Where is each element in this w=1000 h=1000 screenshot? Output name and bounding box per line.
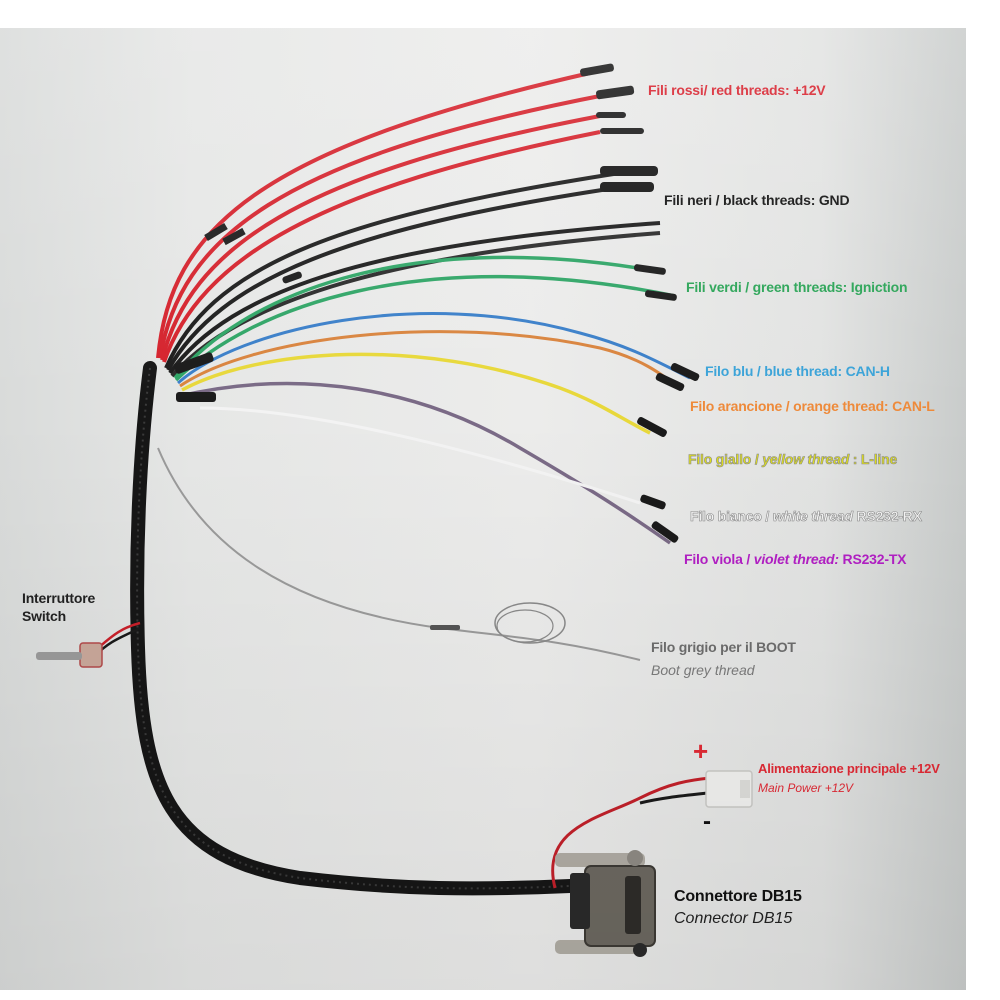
label-main-power-sub: Main Power +12V [758, 781, 854, 795]
blue-wire [177, 312, 691, 385]
power-black-wire [639, 791, 709, 805]
label-red-threads: Fili rossi/ red threads: +12V [648, 82, 826, 98]
label-yellow-suffix: : L-line [849, 451, 898, 468]
label-violet-prefix: Filo viola / [684, 551, 754, 567]
yellow-wire [181, 352, 651, 435]
label-white-thread: Filo bianco / white thread RS232-RX [690, 508, 923, 525]
grey-wire-coil [494, 602, 566, 644]
label-yellow-prefix: Filo giallo / [688, 451, 763, 468]
minus-sign: - [703, 808, 711, 835]
label-switch-it: Interruttore [22, 590, 96, 606]
red-wires [156, 63, 644, 363]
main-sleeve-texture [136, 367, 571, 890]
label-orange-thread: Filo arancione / orange thread: CAN-L [690, 398, 935, 414]
label-connector-db15-sub: Connector DB15 [674, 910, 793, 927]
label-grey-boot-sub: Boot grey thread [651, 662, 755, 678]
violet-wire [179, 381, 672, 545]
label-yellow-thread: Filo giallo / yellow thread : L-line [688, 451, 898, 468]
label-violet-thread: Filo viola / violet thread: RS232-TX [684, 551, 907, 567]
orange-wire [179, 330, 681, 390]
white-wire [199, 406, 641, 505]
harness-photo: + - Fili rossi/ red threads: +12V Fili n… [0, 28, 966, 990]
label-blue-thread: Filo blu / blue thread: CAN-H [705, 363, 890, 379]
label-yellow-italic: yellow thread [762, 451, 850, 468]
db15-connector [555, 850, 656, 957]
label-switch-en: Switch [22, 608, 66, 624]
green-wires [173, 255, 677, 382]
toggle-switch [36, 621, 141, 668]
power-red-wire [551, 776, 711, 889]
label-black-threads: Fili neri / black threads: GND [664, 192, 850, 208]
plus-sign: + [693, 736, 708, 766]
label-grey-boot: Filo grigio per il BOOT [651, 639, 796, 655]
label-main-power: Alimentazione principale +12V [758, 761, 940, 776]
label-white-suffix: RS232-RX [852, 508, 922, 525]
label-connector-db15: Connettore DB15 [674, 888, 802, 905]
label-white-prefix: Filo bianco / [690, 508, 773, 525]
main-sleeve [130, 361, 577, 896]
label-green-threads: Fili verdi / green threads: Igniction [686, 279, 908, 295]
label-violet-italic: violet thread: [753, 551, 839, 567]
label-white-italic: white thread [772, 508, 853, 525]
grey-boot-wire [157, 447, 641, 661]
wiring-diagram [36, 63, 753, 957]
label-violet-suffix: RS232-TX [838, 551, 907, 567]
